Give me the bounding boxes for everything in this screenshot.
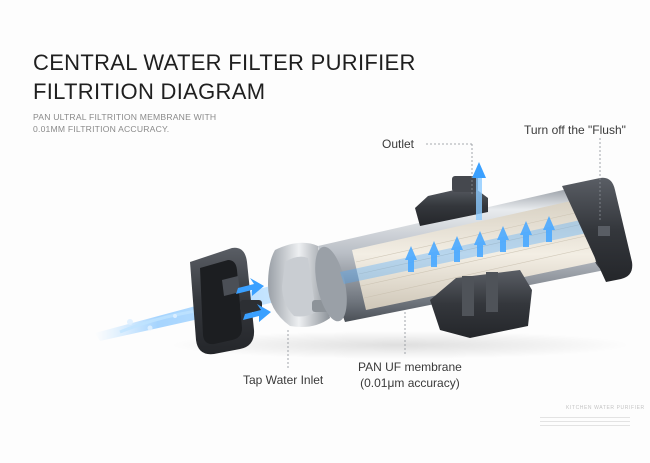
membrane-label: PAN UF membrane (0.01μm accuracy): [358, 359, 462, 391]
uf-membrane: [352, 199, 596, 310]
title-line-1: CENTRAL WATER FILTER PURIFIER: [33, 50, 416, 75]
mounting-base: [430, 270, 532, 338]
floor-shadow: [170, 331, 630, 359]
footer-fine-print: [540, 414, 630, 426]
outlet-label: Outlet: [382, 137, 415, 151]
inlet-end-cap: [190, 247, 262, 355]
tap-water-inlet-label: Tap Water Inlet: [243, 373, 324, 387]
brand-mark: KITCHEN WATER PURIFIER: [566, 405, 645, 411]
callout-leaders: [287, 138, 601, 370]
outlet-flow: [472, 162, 486, 220]
diagram-subtitle: PAN ULTRAL FILTRITION MEMBRANE WITH 0.01…: [33, 111, 216, 135]
filtration-flow-arrows: [405, 216, 555, 272]
subtitle-line-2: 0.01MM FILTRITION ACCURACY.: [33, 124, 170, 134]
inlet-arrows: [236, 278, 271, 322]
flush-label: Turn off the "Flush": [524, 123, 626, 137]
membrane-label-line-1: PAN UF membrane: [358, 360, 462, 374]
title-line-2: FILTRITION DIAGRAM: [33, 79, 266, 104]
membrane-label-line-2: (0.01μm accuracy): [360, 376, 460, 390]
subtitle-line-1: PAN ULTRAL FILTRITION MEMBRANE WITH: [33, 112, 217, 122]
diagram-title: CENTRAL WATER FILTER PURIFIER FILTRITION…: [33, 48, 416, 106]
